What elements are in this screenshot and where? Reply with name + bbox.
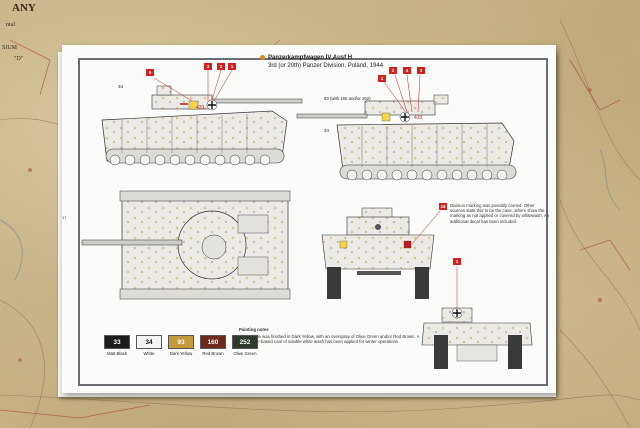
front-view [321,207,441,299]
swatch-name: Olive Green [233,351,257,356]
sheet-frame [78,58,548,386]
map-label: ntal [6,22,15,28]
title-bullet-icon [260,54,265,60]
part-number-left: 34 [118,84,124,89]
callout-marker: 16 [439,203,447,210]
callout-marker: 5 [146,69,154,76]
division-marking-note: Division marking was possibly carried. O… [450,203,550,224]
side-view-left [101,85,303,166]
color-swatch: 252 Olive Green [232,335,258,356]
vehicle-subtitle: 3rd (or 20th) Panzer Division, Poland, 1… [268,63,384,69]
color-swatch: 33 Matt Black [104,335,130,356]
callout-marker: 3 [204,63,212,70]
turret-number-right: 433 [414,115,423,121]
map-label: SIUM [2,45,18,51]
callout-marker: 1 [228,63,236,70]
color-swatch: 160 Red Brown [200,335,226,356]
callout-marker: 1 [453,258,461,265]
color-swatch: 34 White [136,335,162,356]
swatch-name: Matt Black [106,351,128,356]
swatch-name: Dark Yellow [169,351,193,356]
swatch-number: 33 [104,335,130,349]
callout-marker: 4 [403,67,411,74]
gun-note: 93 (with 160 and/or 252) [324,96,371,101]
top-view-number: 17 [62,215,67,220]
top-view [81,190,291,300]
swatch-number: 34 [136,335,162,349]
swatch-name: White [143,351,155,356]
painting-notes: Painting notes The vehicle was finished … [239,327,429,345]
swatch-name: Red Brown [202,351,224,356]
swatch-number: 252 [232,335,258,349]
color-swatch: 93 Dark Yellow [168,335,194,356]
title-block: Panzerkampfwagen IV Ausf H 3rd (or 20th)… [260,54,383,70]
callout-marker: 2 [217,63,225,70]
vehicle-title: Panzerkampfwagen IV Ausf H [268,55,353,61]
callout-marker: 1 [378,75,386,82]
painting-notes-text: The vehicle was finished in Dark Yellow,… [239,334,420,345]
tank-drawings: 433 34 433 93 (with 160 and/or 252) 34 [62,69,533,369]
callout-marker: 2 [389,67,397,74]
part-number-right: 34 [324,128,330,133]
swatch-number: 93 [168,335,194,349]
callout-leaders [153,69,421,113]
map-label: "D" [14,56,24,62]
swatch-number: 160 [200,335,226,349]
side-view-right [296,94,517,181]
painting-notes-heading: Painting notes [239,327,269,332]
callout-marker: 3 [417,67,425,74]
rear-view [421,267,533,369]
instruction-sheet: Panzerkampfwagen IV Ausf H 3rd (or 20th)… [62,45,556,393]
turret-number-left: 433 [196,105,205,111]
map-label: ANY [12,2,36,14]
